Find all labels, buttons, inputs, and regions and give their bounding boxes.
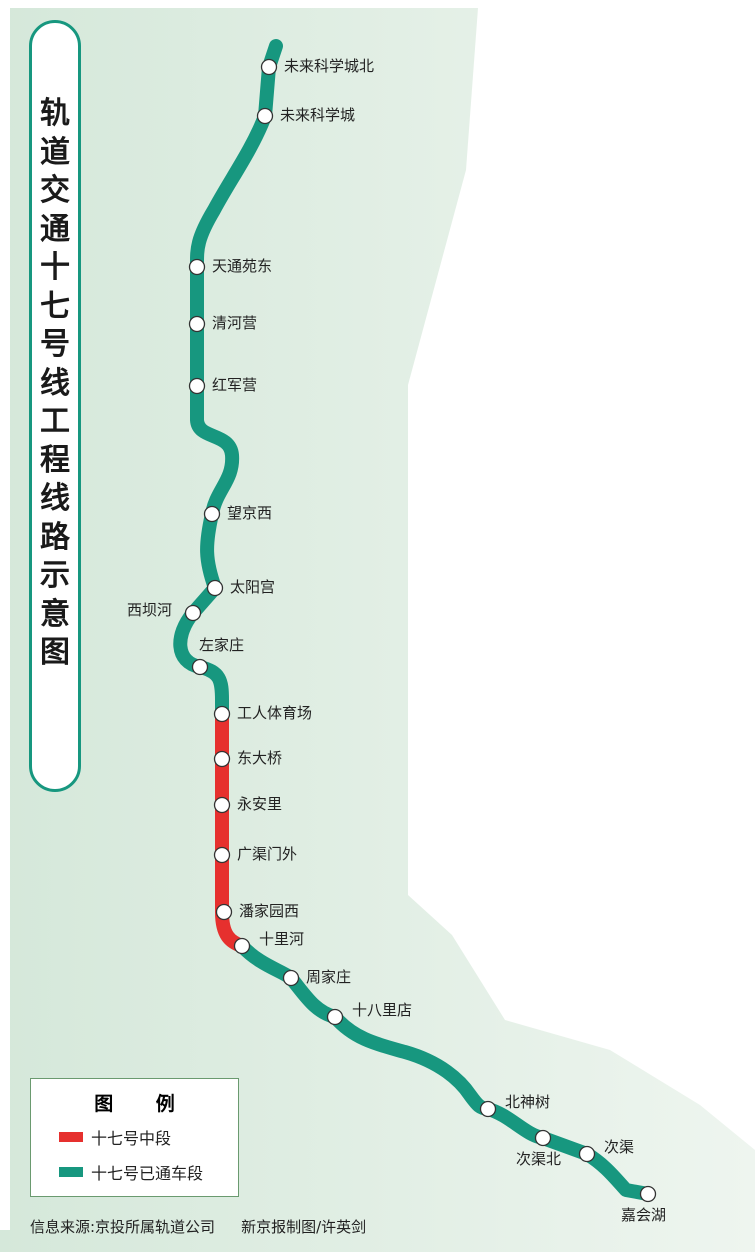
station-label: 北神树	[505, 1093, 551, 1111]
title-char: 意	[40, 596, 70, 632]
title-char: 七	[40, 288, 70, 324]
station-label: 西坝河	[127, 601, 173, 619]
title-char: 线	[40, 481, 70, 516]
legend-label: 十七号中段	[91, 1129, 172, 1148]
legend-item-middle: 十七号中段	[59, 1125, 171, 1149]
title-char: 工	[40, 404, 70, 439]
station-marker[interactable]	[213, 796, 231, 814]
station-marker[interactable]	[326, 1008, 344, 1026]
station-label: 东大桥	[237, 749, 283, 767]
station-marker[interactable]	[578, 1145, 596, 1163]
station-label: 清河营	[212, 314, 258, 332]
footer: 信息来源:京投所属轨道公司 新京报制图/许英剑	[30, 1216, 366, 1237]
area-shading	[0, 8, 755, 1252]
legend: 图 例 十七号中段 十七号已通车段	[30, 1078, 239, 1197]
station-marker[interactable]	[215, 903, 233, 921]
station-label: 永安里	[237, 795, 283, 813]
station-marker[interactable]	[191, 658, 209, 676]
station-label: 左家庄	[199, 636, 245, 654]
station-marker[interactable]	[639, 1185, 657, 1203]
station-label: 十里河	[259, 930, 305, 948]
station-label: 广渠门外	[237, 845, 298, 863]
title-char: 号	[40, 327, 70, 362]
legend-label: 十七号已通车段	[91, 1164, 204, 1183]
title-char: 道	[40, 134, 70, 170]
station-label: 嘉会湖	[621, 1206, 667, 1224]
map-title: 轨道交通十七号线工程线路示意图	[29, 20, 81, 792]
station-marker[interactable]	[256, 107, 274, 125]
title-char: 轨	[40, 96, 70, 131]
title-char: 十	[40, 250, 70, 285]
station-label: 潘家园西	[239, 902, 300, 920]
station-marker[interactable]	[534, 1129, 552, 1147]
station-label: 工人体育场	[237, 704, 313, 722]
station-label: 十八里店	[352, 1001, 413, 1019]
legend-swatch-teal	[59, 1167, 83, 1177]
title-char: 通	[40, 211, 70, 247]
title-char: 路	[40, 519, 70, 555]
station-label: 次渠	[604, 1138, 635, 1156]
title-char: 程	[40, 442, 70, 478]
station-marker[interactable]	[203, 505, 221, 523]
legend-swatch-red	[59, 1132, 83, 1142]
station-marker[interactable]	[282, 969, 300, 987]
station-marker[interactable]	[213, 705, 231, 723]
station-label: 红军营	[212, 376, 258, 394]
station-label: 望京西	[227, 504, 273, 522]
legend-title: 图 例	[94, 1093, 193, 1115]
station-marker[interactable]	[213, 846, 231, 864]
station-label: 次渠北	[516, 1150, 562, 1168]
title-char: 交	[40, 173, 70, 208]
station-marker[interactable]	[206, 579, 224, 597]
title-char: 图	[40, 635, 70, 670]
station-marker[interactable]	[184, 604, 202, 622]
station-label: 未来科学城北	[284, 57, 375, 75]
station-label: 未来科学城	[280, 106, 356, 124]
station-marker[interactable]	[260, 58, 278, 76]
credit-text: 新京报制图/许英剑	[241, 1218, 367, 1236]
station-marker[interactable]	[188, 258, 206, 276]
source-text: 信息来源:京投所属轨道公司	[30, 1218, 216, 1236]
station-label: 天通苑东	[212, 257, 273, 275]
title-char: 线	[40, 365, 70, 401]
station-marker[interactable]	[188, 315, 206, 333]
station-marker[interactable]	[233, 937, 251, 955]
station-marker[interactable]	[213, 750, 231, 768]
title-char: 示	[40, 558, 70, 593]
station-label: 周家庄	[306, 968, 352, 986]
line-north-operating	[173, 39, 283, 721]
station-label: 太阳宫	[230, 578, 276, 596]
station-marker[interactable]	[479, 1100, 497, 1118]
legend-item-operating: 十七号已通车段	[59, 1160, 203, 1184]
station-marker[interactable]	[188, 377, 206, 395]
